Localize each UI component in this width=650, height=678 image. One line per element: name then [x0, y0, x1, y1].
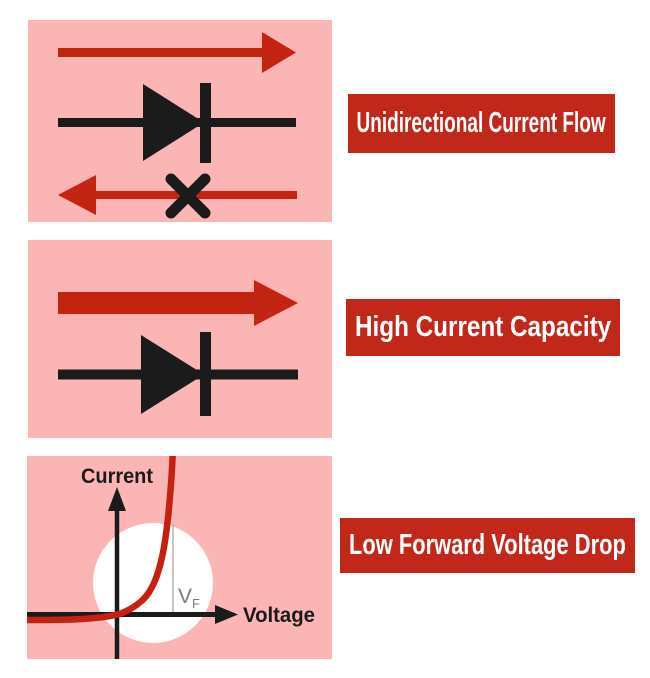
high-current-feature-badge: High Current Capacity	[346, 299, 620, 356]
y-axis	[108, 487, 126, 659]
unidirectional-diagram	[58, 32, 297, 219]
high-current-feature-label: High Current Capacity	[354, 311, 612, 343]
y-axis-arrowhead-icon	[108, 487, 126, 511]
diode-symbol-icon	[58, 83, 296, 163]
high-current-diagram	[58, 280, 298, 416]
low-vf-panel: Current Voltage VF	[27, 456, 332, 659]
iv-curve-chart: Current Voltage VF	[27, 456, 315, 659]
unidirectional-panel	[28, 20, 332, 222]
x-axis-label: Voltage	[243, 604, 315, 627]
low-vf-feature-label: Low Forward Voltage Drop	[349, 529, 626, 561]
x-axis-arrowhead-icon	[215, 605, 238, 624]
iv-curve	[27, 456, 176, 624]
unidirectional-feature-label: Unidirectional Current Flow	[356, 107, 607, 139]
blocked-reverse-arrow-icon	[58, 173, 297, 219]
vf-label: VF	[178, 585, 200, 611]
thick-current-arrow-icon	[58, 280, 298, 326]
low-vf-feature-badge: Low Forward Voltage Drop	[340, 518, 635, 573]
diode-symbol-icon	[58, 332, 298, 416]
unidirectional-feature-badge: Unidirectional Current Flow	[348, 94, 615, 153]
high-current-panel	[28, 240, 332, 438]
y-axis-label: Current	[81, 465, 153, 488]
forward-current-arrow-icon	[58, 32, 296, 73]
